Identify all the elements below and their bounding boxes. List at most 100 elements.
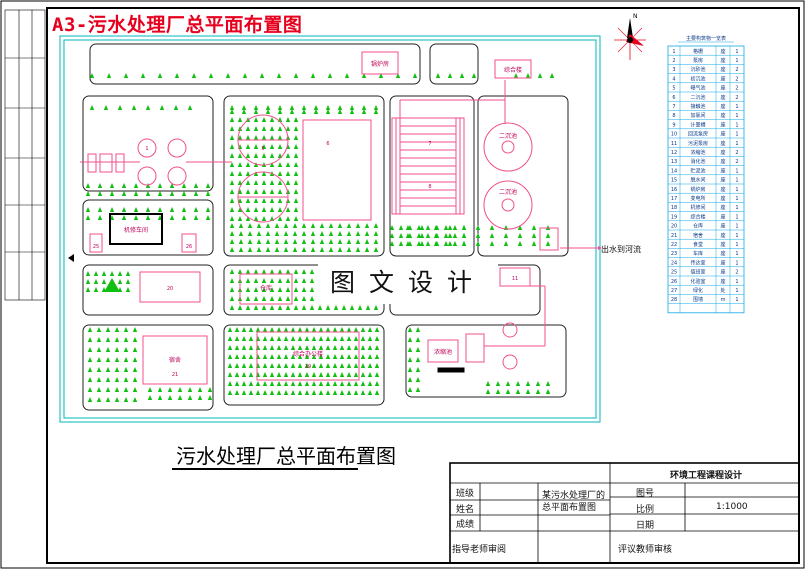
- tree-icon: [114, 367, 120, 372]
- tree-icon: [355, 247, 361, 252]
- tree-icon: [415, 327, 421, 332]
- legend-cell: 座: [720, 121, 725, 128]
- tree-icon: [277, 198, 283, 203]
- tree-icon: [276, 381, 282, 386]
- legend-cell: 4: [672, 76, 675, 82]
- tree-cluster-icon: [104, 278, 120, 292]
- tree-icon: [311, 381, 317, 386]
- tree-icon: [337, 239, 343, 244]
- tank-label: 8: [428, 184, 431, 190]
- tree-icon: [123, 377, 129, 382]
- tree-icon: [181, 215, 187, 220]
- legend-cell: 2: [735, 67, 738, 73]
- tree-icon: [531, 225, 537, 230]
- tree-icon: [289, 105, 295, 110]
- tree-icon: [353, 327, 359, 332]
- tree-icon: [193, 183, 199, 188]
- tree-icon: [123, 347, 129, 352]
- tree-icon: [415, 357, 421, 362]
- tree-icon: [181, 183, 187, 188]
- tree-icon: [374, 336, 380, 341]
- legend-title: 主要构筑物一览表: [686, 35, 726, 42]
- tree-icon: [269, 189, 275, 194]
- tree-icon: [407, 357, 413, 362]
- tree-icon: [241, 345, 247, 350]
- screen-chamber: [115, 153, 125, 173]
- tree-icon: [169, 191, 175, 196]
- tree-icon: [367, 354, 373, 359]
- tree-icon: [364, 247, 370, 252]
- tree-icon: [318, 354, 324, 359]
- building-label: 20: [167, 286, 173, 292]
- tree-icon: [237, 305, 243, 310]
- tree-icon: [269, 117, 275, 122]
- legend-cell: 9: [672, 122, 675, 128]
- road-block: [477, 95, 569, 257]
- tree-icon: [337, 247, 343, 252]
- tree-icon: [229, 109, 235, 114]
- tree-icon: [248, 327, 254, 332]
- tree-icon: [255, 336, 261, 341]
- tree-icon: [253, 278, 259, 283]
- tree-icon: [269, 363, 275, 368]
- tree-icon: [355, 239, 361, 244]
- legend-cell: 座: [720, 66, 725, 73]
- tree-icon: [169, 183, 175, 188]
- tree-icon: [443, 241, 449, 246]
- contact-tank: [395, 117, 461, 215]
- tree-icon: [121, 215, 127, 220]
- tree-icon: [398, 233, 404, 238]
- tree-icon: [285, 153, 291, 158]
- tree-icon: [269, 207, 275, 212]
- tree-icon: [123, 367, 129, 372]
- tree-icon: [241, 354, 247, 359]
- tree-icon: [415, 377, 421, 382]
- tree-icon: [87, 387, 93, 392]
- tree-icon: [285, 117, 291, 122]
- tree-icon: [471, 73, 477, 78]
- digester: [502, 322, 518, 338]
- legend-cell: 1: [735, 168, 738, 174]
- tree-icon: [106, 73, 112, 78]
- tree-icon: [253, 296, 259, 301]
- tree-icon: [229, 231, 235, 236]
- tree-icon: [293, 162, 299, 167]
- legend-cell: 脱水间: [690, 177, 705, 184]
- tree-icon: [253, 153, 259, 158]
- tree-icon: [332, 363, 338, 368]
- tree-icon: [325, 105, 331, 110]
- tree-icon: [277, 296, 283, 301]
- legend-cell: 围墙: [693, 296, 703, 303]
- channel: [455, 117, 465, 215]
- tree-icon: [121, 207, 127, 212]
- tree-icon: [253, 189, 259, 194]
- tree-icon: [238, 239, 244, 244]
- tree-icon: [245, 180, 251, 185]
- tree-icon: [117, 105, 123, 110]
- tree-icon: [187, 105, 193, 110]
- tree-icon: [245, 135, 251, 140]
- tree-icon: [277, 144, 283, 149]
- tree-icon: [181, 207, 187, 212]
- tree-icon: [360, 345, 366, 350]
- legend-cell: 座: [720, 195, 725, 202]
- tree-icon: [237, 162, 243, 167]
- tree-icon: [373, 239, 379, 244]
- legend-cell: 13: [671, 159, 677, 165]
- tree-icon: [293, 135, 299, 140]
- tree-icon: [425, 225, 431, 230]
- legend-cell: 宿舍: [693, 232, 703, 239]
- tree-icon: [245, 278, 251, 283]
- tree-icon: [181, 191, 187, 196]
- tree-icon: [297, 381, 303, 386]
- tree-icon: [85, 279, 91, 284]
- tree-icon: [361, 105, 367, 110]
- tree-icon: [297, 354, 303, 359]
- tree-icon: [261, 296, 267, 301]
- tree-icon: [245, 162, 251, 167]
- legend-cell: 食堂: [693, 241, 703, 248]
- tree-icon: [328, 223, 334, 228]
- legend-cell: 座: [720, 103, 725, 110]
- tree-icon: [301, 247, 307, 252]
- tree-icon: [304, 372, 310, 377]
